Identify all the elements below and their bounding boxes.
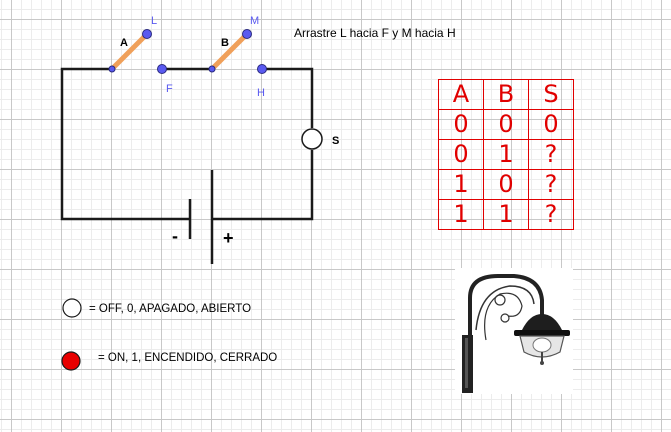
truth-table-header-a: A bbox=[438, 79, 484, 110]
switch-b-pivot bbox=[208, 65, 216, 73]
legend-off-circle bbox=[62, 298, 82, 318]
truth-table-cell: 1 bbox=[483, 199, 529, 230]
truth-table-row: 1 0 ? bbox=[438, 169, 574, 200]
point-f-target bbox=[157, 64, 167, 74]
switch-b-arm bbox=[210, 32, 249, 71]
truth-table-header-row: A B S bbox=[438, 79, 574, 110]
truth-table-cell: ? bbox=[528, 169, 574, 200]
truth-table-cell: 1 bbox=[438, 169, 484, 200]
point-h-label: H bbox=[257, 87, 265, 99]
truth-table-header-b: B bbox=[483, 79, 529, 110]
switch-a-arm bbox=[110, 32, 149, 71]
truth-table-row: 1 1 ? bbox=[438, 199, 574, 230]
point-h-target bbox=[257, 64, 267, 74]
legend-on-circle bbox=[61, 351, 81, 371]
circuit-wire bbox=[212, 150, 314, 221]
battery-minus-label: - bbox=[172, 226, 178, 246]
truth-table-cell: 0 bbox=[438, 109, 484, 140]
truth-table-row: 0 0 0 bbox=[438, 109, 574, 140]
point-m-label: M bbox=[250, 15, 259, 27]
legend-off-text: = OFF, 0, APAGADO, ABIERTO bbox=[89, 303, 252, 315]
truth-table-cell: ? bbox=[528, 139, 574, 170]
truth-table-cell: 0 bbox=[483, 109, 529, 140]
point-l-handle[interactable] bbox=[142, 29, 152, 39]
instruction-text: Arrastre L hacia F y M hacia H bbox=[294, 26, 456, 40]
circuit-wire bbox=[60, 67, 190, 221]
truth-table-cell: 0 bbox=[438, 139, 484, 170]
truth-table-cell: 1 bbox=[438, 199, 484, 230]
point-l-label: L bbox=[151, 15, 157, 27]
battery-plus-label: + bbox=[223, 228, 234, 248]
circuit-wire bbox=[262, 67, 314, 128]
legend-on-text: = ON, 1, ENCENDIDO, CERRADO bbox=[98, 352, 278, 364]
truth-table-cell: 1 bbox=[483, 139, 529, 170]
switch-a-label: A bbox=[120, 37, 128, 49]
switch-b-label: B bbox=[221, 37, 229, 49]
lamp-s-label: S bbox=[332, 135, 339, 147]
street-lamp-image bbox=[455, 268, 573, 394]
truth-table: A B S 0 0 0 0 1 ? 1 0 ? 1 1 ? bbox=[438, 79, 574, 230]
truth-table-cell: 0 bbox=[483, 169, 529, 200]
point-f-label: F bbox=[166, 83, 173, 95]
truth-table-cell: 0 bbox=[528, 109, 574, 140]
truth-table-header-s: S bbox=[528, 79, 574, 110]
point-m-handle[interactable] bbox=[242, 29, 252, 39]
truth-table-row: 0 1 ? bbox=[438, 139, 574, 170]
switch-a-pivot bbox=[108, 65, 116, 73]
truth-table-cell: ? bbox=[528, 199, 574, 230]
lamp-s-indicator bbox=[301, 128, 323, 150]
